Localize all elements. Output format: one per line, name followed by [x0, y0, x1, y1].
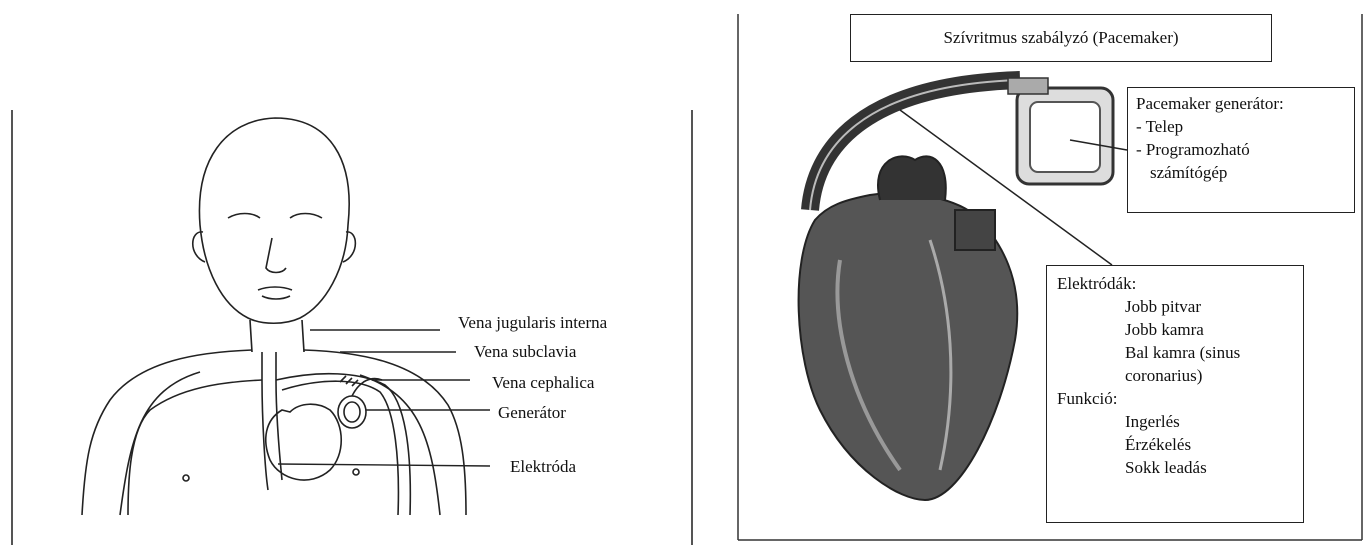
function-heading: Funkció:: [1057, 387, 1293, 410]
left-eyebrow: [228, 214, 260, 219]
vena-cava: [262, 352, 268, 490]
pacemaker-header: [1008, 78, 1048, 94]
right-arm-inner: [360, 375, 440, 515]
electrode-heading: Elektródák:: [1057, 272, 1293, 295]
generator-item-telep: - Telep: [1136, 115, 1346, 138]
lower-lip: [262, 296, 290, 299]
generator-shape: [338, 396, 366, 428]
label-vena-jugularis: Vena jugularis interna: [458, 312, 607, 334]
function-item: Ingerlés: [1057, 410, 1293, 433]
mouth: [258, 287, 292, 290]
human-figure: [82, 118, 466, 515]
pulmonary-artery: [955, 210, 995, 250]
title-box: Szívritmus szabályzó (Pacemaker): [850, 14, 1272, 62]
nipple-left: [183, 475, 189, 481]
left-shoulder: [82, 350, 252, 515]
label-vena-cephalica: Vena cephalica: [492, 372, 594, 394]
electrode-item: Jobb kamra: [1057, 318, 1293, 341]
head-outline: [199, 118, 349, 323]
electrode-item: Bal kamra (sinus: [1057, 341, 1293, 364]
neck-left: [250, 320, 252, 352]
nipple-right: [353, 469, 359, 475]
aorta: [878, 156, 946, 200]
label-vena-subclavia: Vena subclavia: [474, 341, 576, 363]
generator-box: Pacemaker generátor: - Telep - Programoz…: [1127, 87, 1355, 213]
neck-right: [302, 320, 304, 352]
diagram-title: Szívritmus szabályzó (Pacemaker): [851, 15, 1271, 61]
generator-item-programozhato: - Programozható: [1136, 138, 1346, 161]
generator-item-szamitogep: számítógép: [1136, 161, 1346, 184]
vena-cava-inner: [276, 352, 282, 480]
label-elektroda: Elektróda: [510, 456, 576, 478]
function-item: Érzékelés: [1057, 433, 1293, 456]
left-subclavian: [128, 380, 262, 515]
generator-inner: [344, 402, 360, 422]
generator-heading: Pacemaker generátor:: [1136, 92, 1346, 115]
leader-elektroda: [278, 464, 490, 466]
electrode-item: Jobb pitvar: [1057, 295, 1293, 318]
right-shoulder: [304, 350, 466, 515]
right-subclavian: [276, 374, 410, 515]
electrode-item: coronarius): [1057, 364, 1293, 387]
label-generator: Generátor: [498, 402, 566, 424]
electrode-box: Elektródák: Jobb pitvar Jobb kamra Bal k…: [1046, 265, 1304, 523]
right-eyebrow: [290, 214, 322, 219]
left-arm-inner: [120, 372, 200, 515]
pacemaker-device-inner: [1030, 102, 1100, 172]
function-item: Sokk leadás: [1057, 456, 1293, 479]
nose: [266, 238, 286, 273]
